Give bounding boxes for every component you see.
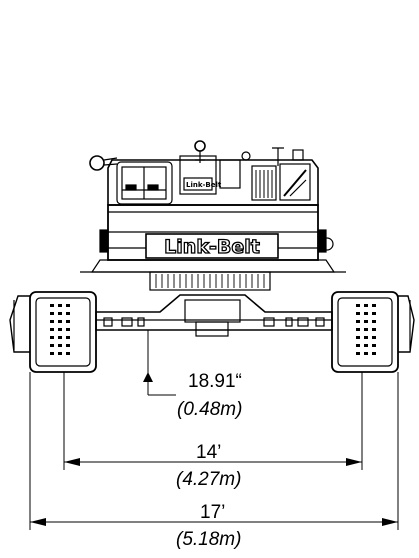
right-crawler-track — [331, 291, 415, 373]
brand-logo: Link-Belt — [164, 236, 260, 258]
cab-brand-label: Link-Belt — [186, 181, 222, 189]
car-frame — [95, 294, 333, 337]
track-gauge-metric: (4.27m) — [176, 469, 242, 490]
ground-clearance-metric: (0.48m) — [177, 399, 243, 420]
carbody: Link-Belt — [80, 204, 346, 273]
overall-width-metric: (5.18m) — [176, 529, 242, 550]
left-crawler-track — [9, 291, 97, 373]
overall-width-imperial: 17’ — [200, 502, 226, 523]
upper-machinery: Link-Belt — [89, 140, 319, 206]
dimension-lines — [29, 330, 399, 530]
swing-gear — [149, 271, 271, 291]
track-gauge-imperial: 14’ — [196, 442, 222, 463]
ground-clearance-imperial: 18.91“ — [188, 371, 242, 392]
